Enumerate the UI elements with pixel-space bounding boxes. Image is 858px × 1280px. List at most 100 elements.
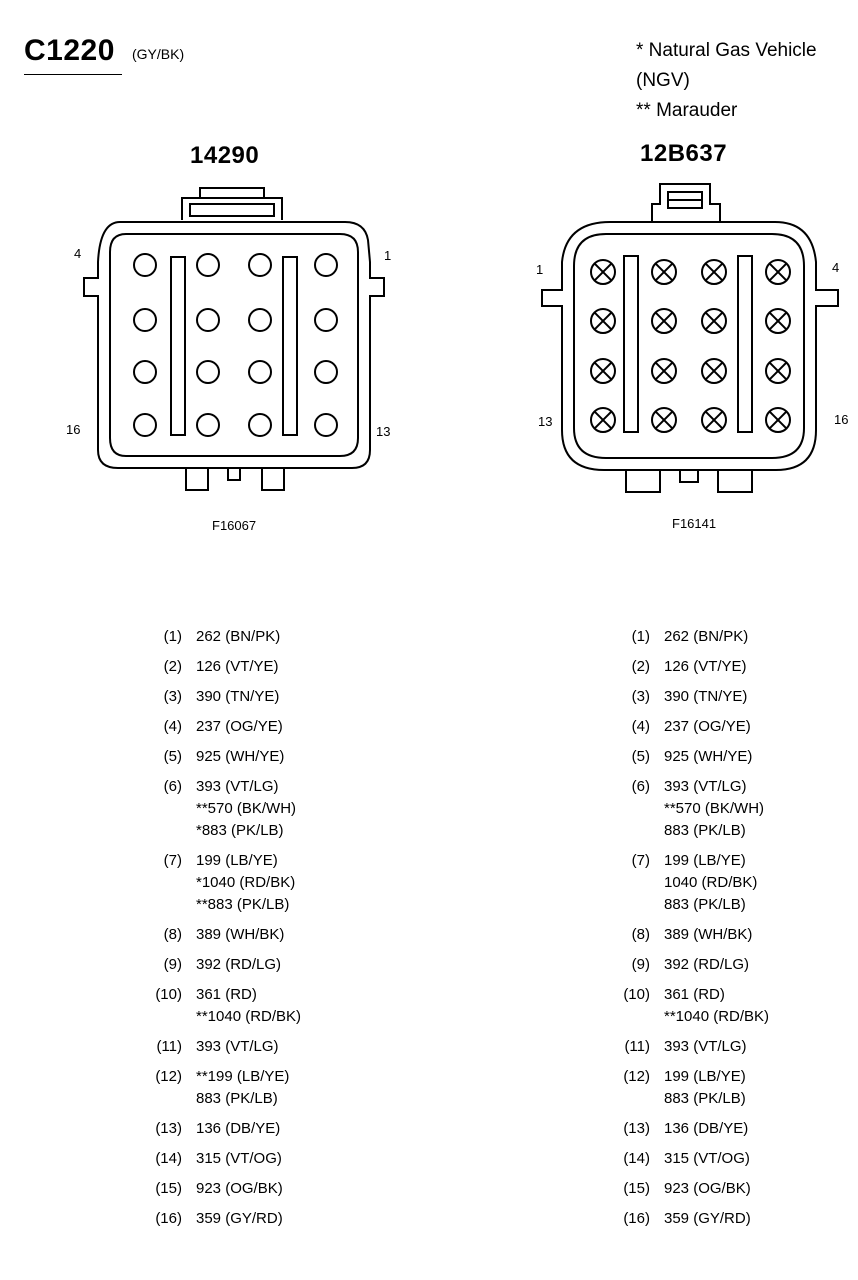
left-cavity [314, 413, 338, 437]
right-pin-label-bottom-right: 16 [834, 412, 849, 427]
pin-number: (4) [631, 718, 650, 735]
pin-number: (2) [631, 658, 650, 675]
wire-row: (3)390 (TN/YE) [164, 686, 301, 708]
wire-row: (14)315 (VT/OG) [155, 1148, 301, 1170]
wire-circuit: **199 (LB/YE) [196, 1068, 290, 1085]
wire-circuit: 199 (LB/YE) [196, 852, 278, 869]
right-cavity [765, 308, 791, 334]
wire-circuit: 136 (DB/YE) [664, 1120, 749, 1137]
wire-row: (15) 923 (OG/BK) [623, 1178, 769, 1200]
wire-row: (15) 923 (OG/BK) [155, 1178, 301, 1200]
right-wire-list: (1)262 (BN/PK) (2) 126 (VT/YE) (3) 390 (TN/Y… [623, 626, 770, 1238]
left-figure-id: F16067 [212, 518, 257, 533]
pin-number: (1) [631, 628, 650, 645]
pin-number: (5) [163, 748, 182, 765]
pin-number: (8) [631, 926, 650, 943]
wire-circuit: 390 (TN/YE) [196, 688, 280, 705]
wire-circuit: 199 (LB/YE) [664, 852, 746, 869]
wire-circuit: 126 (VT/YE) [664, 658, 747, 675]
wire-row: (6)393 (VT/LG)**570 (BK/WH)*883 (PK/LB) [164, 776, 301, 842]
wire-circuit: **1040 (RD/BK) [664, 1008, 770, 1025]
wire-row: (14)315 (VT/OG) [623, 1148, 769, 1170]
wire-circuit: 923 (OG/BK) [664, 1180, 751, 1197]
pin-number: (10) [623, 986, 650, 1003]
wire-circuit: 361 (RD) [196, 986, 257, 1003]
wire-circuit: 389 (WH/BK) [664, 926, 753, 943]
wire-circuit: 923 (OG/BK) [196, 1180, 283, 1197]
wire-row: (2)126 (VT/YE) [164, 656, 301, 678]
wire-circuit: 390 (TN/YE) [664, 688, 748, 705]
wire-circuit: 393 (VT/LG) [664, 778, 747, 795]
wire-circuit: 136 (DB/YE) [196, 1120, 281, 1137]
left-cavity [314, 308, 338, 332]
wire-circuit: 199 (LB/YE) [664, 1068, 746, 1085]
wire-circuit: 883 (PK/LB) [664, 1090, 746, 1107]
right-cavity [701, 407, 727, 433]
wire-row: (7) 199 (LB/YE) 1040 (RD/BK) 883 (PK/LB) [632, 850, 769, 916]
wire-circuit: **883 (PK/LB) [196, 896, 290, 913]
wire-circuit: 262 (BN/PK) [196, 628, 281, 645]
wire-row: (4)237 (OG/YE) [632, 716, 769, 738]
right-pin-label-top-right: 4 [832, 260, 840, 275]
left-cavity [133, 253, 157, 277]
pin-number: (9) [163, 956, 182, 973]
left-cavity [248, 308, 272, 332]
wire-row: (12)199 (LB/YE)883 (PK/LB) [623, 1066, 769, 1110]
pin-number: (3) [631, 688, 650, 705]
wire-circuit: 883 (PK/LB) [664, 896, 746, 913]
wire-circuit: 361 (RD) [664, 986, 725, 1003]
pin-number: (11) [624, 1038, 650, 1055]
wire-row: (11)393 (VT/LG) [624, 1036, 769, 1058]
wire-row: (5)925 (WH/YE) [164, 746, 301, 768]
wire-row: (1) 262 (BN/PK) [164, 626, 301, 648]
wire-circuit: 315 (VT/OG) [664, 1150, 750, 1167]
wire-circuit: **570 (BK/WH) [664, 800, 765, 817]
pin-number: (12) [155, 1068, 182, 1085]
wire-row: (7)199 (LB/YE)*1040 (RD/BK)**883 (PK/LB) [164, 850, 301, 916]
wire-row: (16)359 (GY/RD) [155, 1208, 301, 1230]
wire-row: (8)389 (WH/BK) [164, 924, 301, 946]
right-cavity [701, 358, 727, 384]
wire-circuit: 359 (GY/RD) [664, 1210, 751, 1227]
pin-number: (1) [163, 628, 182, 645]
left-cavity [314, 360, 338, 384]
right-cavity [651, 358, 677, 384]
pin-number: (13) [155, 1120, 182, 1137]
right-cavity [651, 308, 677, 334]
wire-circuit: 315 (VT/OG) [196, 1150, 282, 1167]
connector-color: (GY/BK) [132, 46, 185, 62]
wire-row: (5)925 (WH/YE) [632, 746, 769, 768]
wire-row: (8) 389 (WH/BK) [632, 924, 769, 946]
wire-circuit: 237 (OG/YE) [196, 718, 283, 735]
right-cavity [765, 259, 791, 285]
right-pin-label-bottom-left: 13 [538, 414, 553, 429]
pin-number: (10) [155, 986, 182, 1003]
pin-number: (13) [623, 1120, 650, 1137]
wire-row: (11)393 (VT/LG) [156, 1036, 301, 1058]
wire-row: (1)262 (BN/PK) [632, 626, 769, 648]
left-cavity [133, 360, 157, 384]
right-cavity [590, 259, 616, 285]
right-cavity [701, 308, 727, 334]
note-ngv: * Natural Gas Vehicle [636, 40, 817, 61]
note-marauder: ** Marauder [636, 100, 738, 121]
pin-number: (7) [631, 852, 650, 869]
pin-number: (15) [623, 1180, 650, 1197]
left-connector-diagram [83, 187, 385, 491]
right-connector-diagram [541, 183, 839, 493]
wire-row: (9)392 (RD/LG) [164, 954, 301, 976]
pin-number: (16) [623, 1210, 650, 1227]
wire-circuit: 393 (VT/LG) [196, 778, 279, 795]
wire-circuit: 392 (RD/LG) [664, 956, 750, 973]
pin-number: (6) [631, 778, 650, 795]
right-cavity [590, 358, 616, 384]
pin-number: (15) [155, 1180, 182, 1197]
wire-circuit: 1040 (RD/BK) [664, 874, 758, 891]
left-cavity [248, 360, 272, 384]
left-cavity [196, 413, 220, 437]
connector-title: C1220 [24, 34, 115, 67]
pin-number: (5) [631, 748, 650, 765]
left-part-number: 14290 [190, 142, 260, 169]
wire-circuit: *1040 (RD/BK) [196, 874, 296, 891]
wire-circuit: 883 (PK/LB) [196, 1090, 278, 1107]
